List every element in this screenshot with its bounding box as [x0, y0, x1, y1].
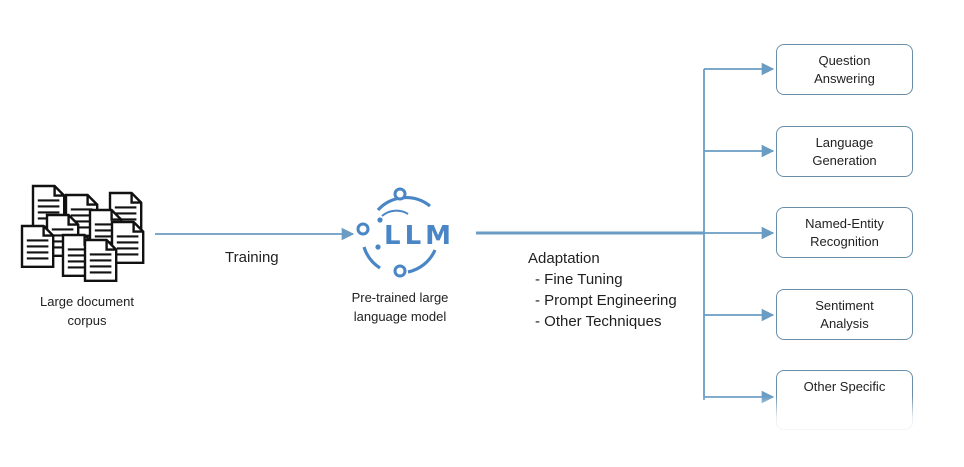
- task-label: Sentiment Analysis: [815, 297, 874, 331]
- task-named-entity-recognition: Named-Entity Recognition: [776, 207, 913, 258]
- task-label: Language Generation: [812, 134, 877, 168]
- llm-logo-icon: LLM: [356, 187, 455, 278]
- adaptation-item: - Fine Tuning: [535, 271, 623, 288]
- task-label: Named-Entity Recognition: [805, 215, 884, 249]
- task-label: Other Specific: [803, 379, 886, 394]
- adaptation-block: Adaptation - Fine Tuning - Prompt Engine…: [528, 248, 677, 332]
- task-label: Question Answering: [814, 52, 875, 86]
- task-sentiment-analysis: Sentiment Analysis: [776, 289, 913, 340]
- model-label: Pre-trained large language model: [351, 290, 449, 324]
- adaptation-title: Adaptation: [528, 250, 600, 267]
- document-stack-icon: [20, 184, 145, 282]
- task-language-generation: Language Generation: [776, 126, 913, 177]
- adaptation-item: - Other Techniques: [535, 313, 662, 330]
- adaptation-item: - Prompt Engineering: [535, 292, 677, 309]
- task-question-answering: Question Answering: [776, 44, 913, 95]
- source-label: Large document corpus: [40, 294, 134, 328]
- training-label: Training: [225, 249, 279, 266]
- bottom-fade-overlay: [700, 396, 964, 467]
- llm-logo-text: LLM: [384, 221, 455, 251]
